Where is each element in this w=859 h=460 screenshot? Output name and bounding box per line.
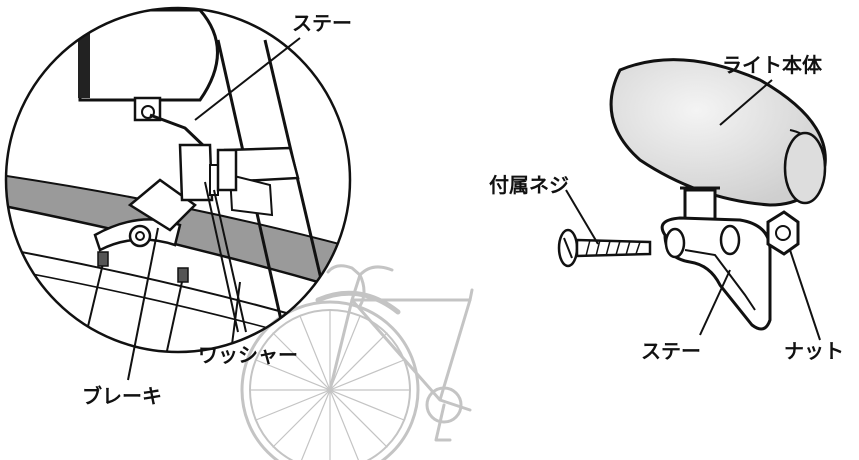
- label-stay-left: ステー: [292, 11, 352, 35]
- brake-bolt-center: [135, 231, 145, 241]
- label-stay-right: ステー: [641, 339, 701, 363]
- labels: ステー ブレーキ ワッシャー ライト本体 付属ネジ ステー ナット: [82, 11, 844, 408]
- bicycle-handlebar: [326, 264, 394, 308]
- light-assembly: [557, 58, 827, 331]
- screw-threads: [585, 239, 641, 257]
- brake-body: [127, 178, 197, 232]
- bicycle-frame: [350, 298, 472, 412]
- screw-shaft: [575, 238, 652, 258]
- light-body-cap: [783, 131, 827, 205]
- screw: [557, 228, 652, 268]
- label-brake: ブレーキ: [82, 384, 162, 408]
- stay-hole-left: [664, 227, 686, 259]
- leader-lines-left: [127, 37, 301, 381]
- fork-blade-right: [263, 39, 342, 352]
- rim-arc: [6, 267, 350, 352]
- stay-bracket: [178, 143, 214, 202]
- light-housing: [78, 8, 219, 102]
- light-lens: [78, 12, 90, 98]
- label-washer: ワッシャー: [198, 343, 298, 367]
- label-included-screw: 付属ネジ: [489, 173, 569, 197]
- bicycle-fender: [315, 290, 401, 315]
- bicycle-crank: [425, 386, 463, 424]
- brake-arm-lower: [228, 173, 274, 217]
- magnified-view: [6, 8, 350, 352]
- magnified-circle-outline: [4, 6, 352, 354]
- bicycle-pedal: [434, 403, 452, 442]
- bicycle-illustration: [240, 264, 474, 460]
- stay-bracket-inner: [684, 249, 756, 311]
- label-nut: ナット: [784, 339, 844, 363]
- label-light-body: ライト本体: [722, 53, 823, 77]
- nut-hole: [775, 225, 791, 241]
- nut: [766, 210, 800, 256]
- bicycle-front-wheel: [240, 300, 420, 460]
- stay-bracket-right: [660, 216, 772, 331]
- bicycle-seat-tube: [468, 288, 474, 302]
- leader-lines-right: [565, 79, 821, 341]
- stay-hole-right: [719, 224, 741, 256]
- brake-nut: [216, 148, 238, 192]
- screw-slot: [563, 237, 573, 259]
- spoke-nipples: [97, 251, 189, 283]
